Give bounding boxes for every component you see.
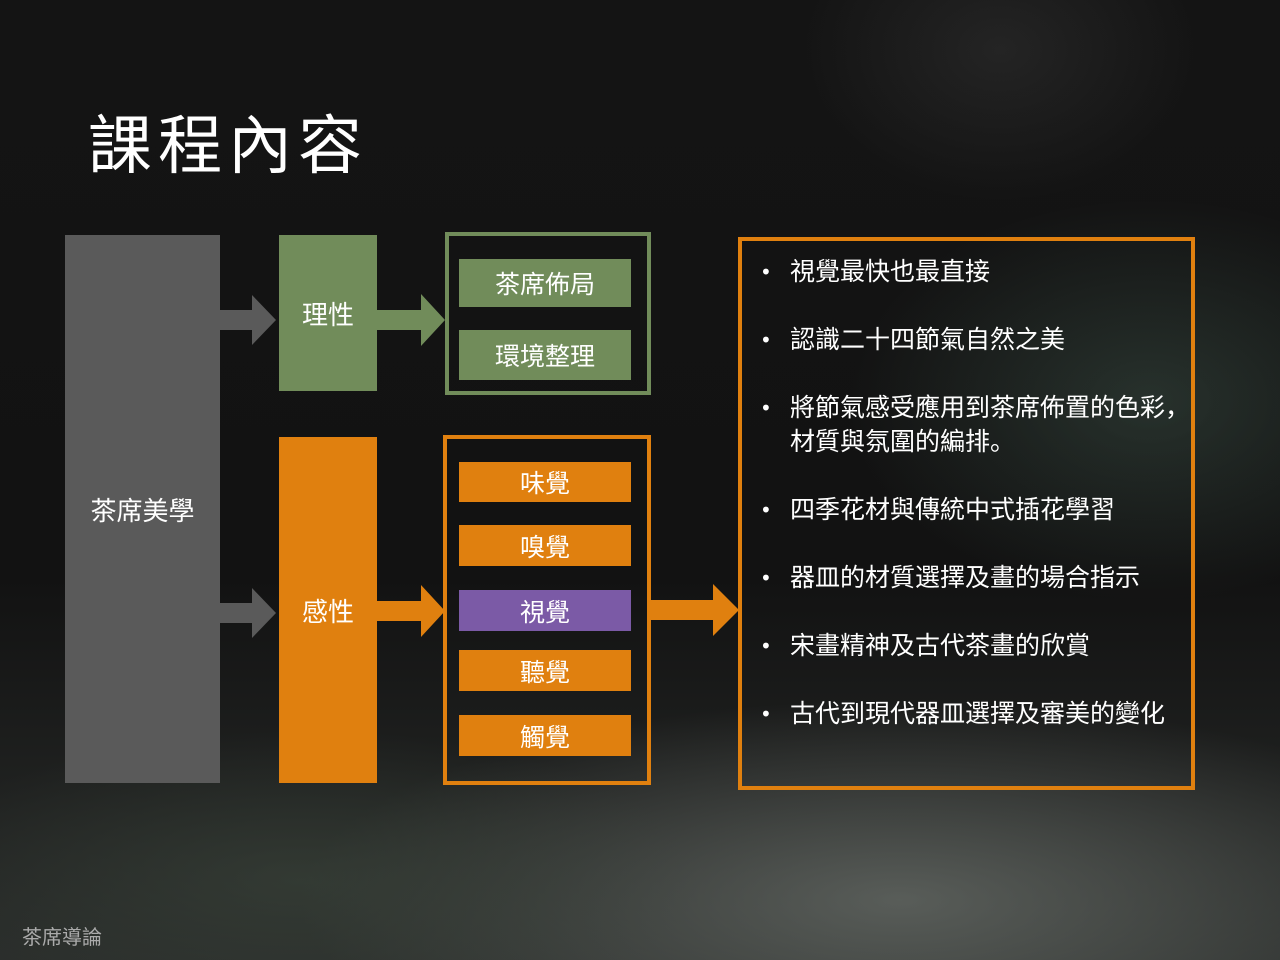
arrow-to-details [651, 584, 739, 636]
bullet-item: 器皿的材質選擇及畫的場合指示 [760, 561, 1191, 595]
item-taste: 味覺 [459, 462, 631, 502]
arrow-rational-items [377, 294, 445, 346]
details-box: 視覺最快也最直接 認識二十四節氣自然之美 將節氣感受應用到茶席佈置的色彩，材質與… [738, 237, 1195, 790]
item-tea-layout: 茶席佈局 [459, 259, 631, 307]
arrow-emotional-items [377, 585, 445, 637]
bullet-item: 將節氣感受應用到茶席佈置的色彩，材質與氛圍的編排。 [760, 391, 1191, 459]
bullet-list: 視覺最快也最直接 認識二十四節氣自然之美 將節氣感受應用到茶席佈置的色彩，材質與… [754, 255, 1191, 731]
item-smell: 嗅覺 [459, 525, 631, 566]
item-environment: 環境整理 [459, 330, 631, 380]
rational-group [445, 232, 651, 395]
bullet-item: 視覺最快也最直接 [760, 255, 1191, 289]
root-box: 茶席美學 [65, 235, 220, 783]
slide-title: 課程內容 [88, 110, 368, 184]
item-hearing: 聽覺 [459, 650, 631, 691]
footer-text: 茶席導論 [22, 925, 102, 949]
item-sight: 視覺 [459, 590, 631, 631]
bullet-item: 宋畫精神及古代茶畫的欣賞 [760, 629, 1191, 663]
bullet-item: 四季花材與傳統中式插花學習 [760, 493, 1191, 527]
arrow-to-rational [220, 295, 276, 345]
arrow-to-emotional [220, 588, 276, 638]
emotional-group [443, 435, 651, 785]
emotional-box: 感性 [279, 437, 377, 783]
bullet-item: 古代到現代器皿選擇及審美的變化 [760, 697, 1191, 731]
bullet-item: 認識二十四節氣自然之美 [760, 323, 1191, 357]
rational-box: 理性 [279, 235, 377, 391]
item-touch: 觸覺 [459, 715, 631, 756]
